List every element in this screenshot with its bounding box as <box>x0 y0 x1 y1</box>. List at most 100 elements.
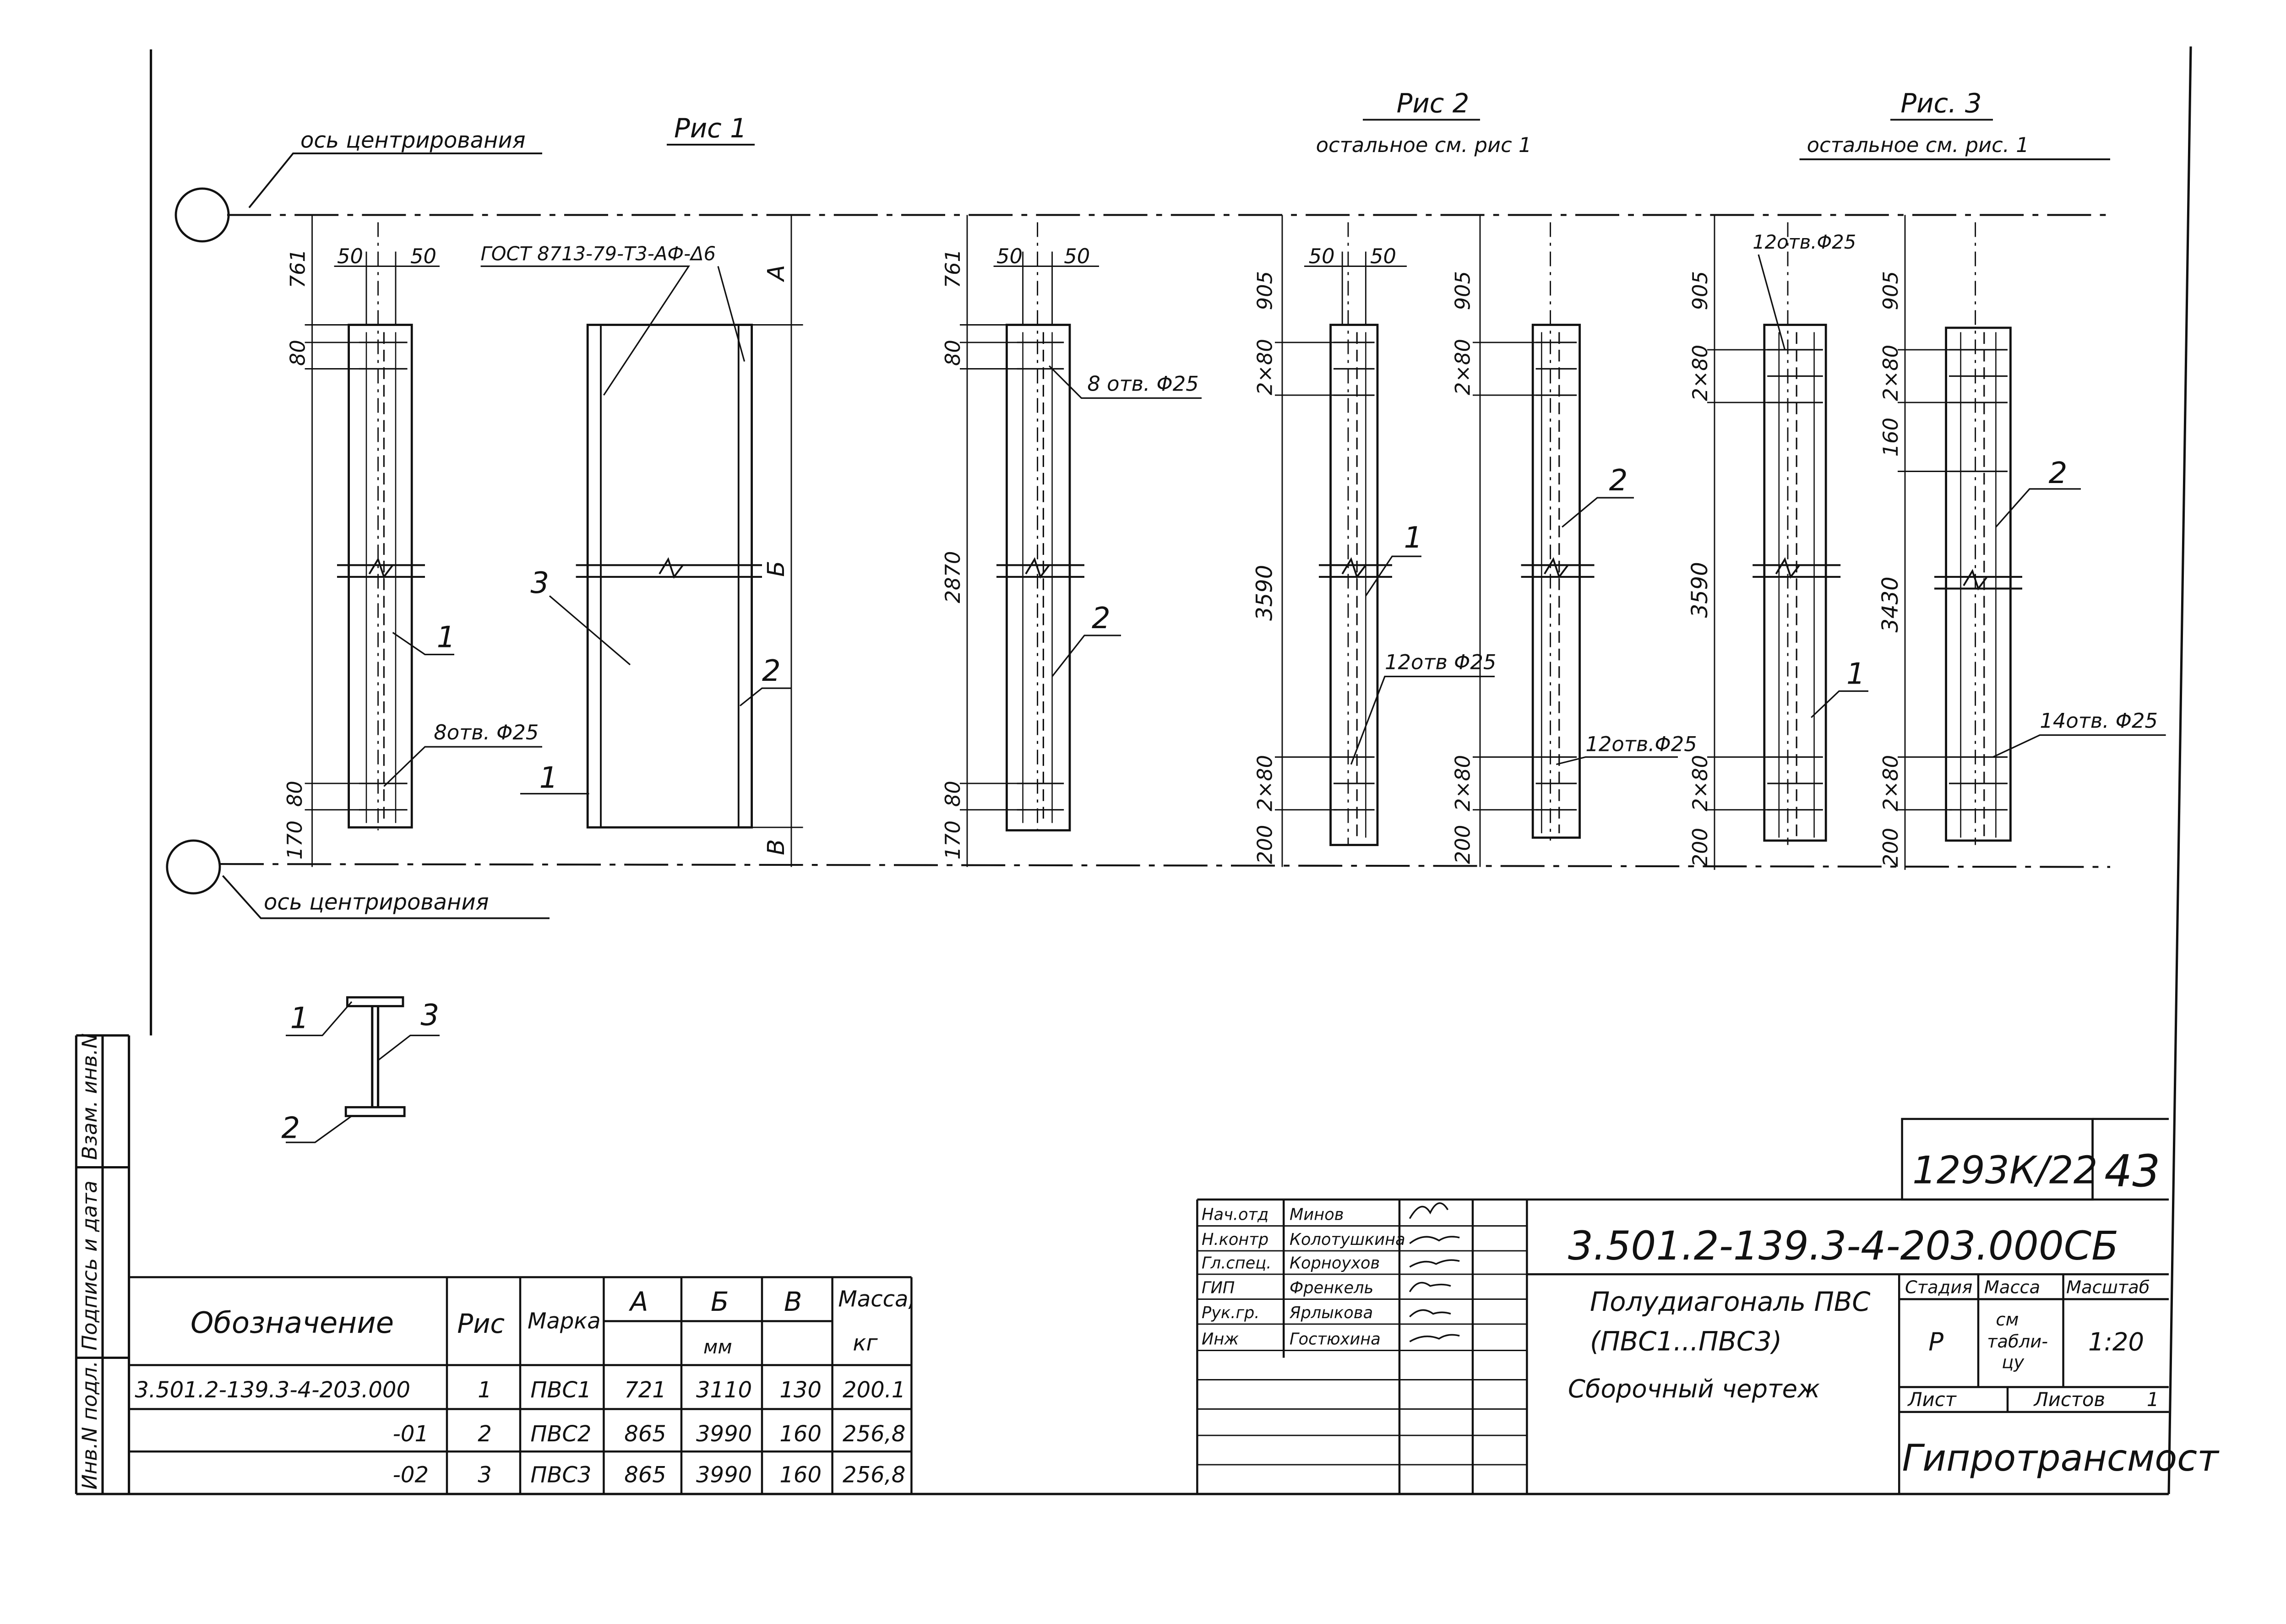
fig2b-callout-holes: 12отв.Φ25 <box>1585 732 1697 756</box>
spec-cell: 3990 <box>696 1421 752 1447</box>
fig1-dim-80b: 80 <box>283 781 307 807</box>
side-stamp: Инв.N подл. Подпись и дата Взам. инв.N <box>77 1033 102 1490</box>
spec-h-v: В <box>784 1287 802 1317</box>
fig1-bar-side: 50 50 761 80 80 170 1 8отв. Φ25 <box>283 215 542 867</box>
figure-titles: Рис 1 Рис 2 остальное см. рис 1 Рис. 3 о… <box>667 88 2110 160</box>
title-code: 3.501.2-139.3-4-203.000СБ <box>1568 1223 2118 1269</box>
side-inv-podl: Инв.N подл. <box>77 1361 102 1490</box>
fig2-callout-holes: 8 отв. Φ25 <box>1087 372 1198 396</box>
spec-cell: 865 <box>624 1462 666 1488</box>
spec-row: 3.501.2-139.3-4-203.000 1 ПВС1 721 3110 … <box>135 1377 905 1403</box>
title-scale: 1:20 <box>2088 1328 2144 1357</box>
fig3a-dim-2x80a: 2×80 <box>1688 345 1712 401</box>
fig2-bar-a: 50 50 905 2×80 3590 2×80 200 1 12отв Φ25 <box>1252 215 1496 867</box>
fig2a-dim-2x80b: 2×80 <box>1253 755 1277 811</box>
title-mass-h: Масса <box>1984 1277 2040 1298</box>
role-name: Корноухов <box>1290 1254 1380 1272</box>
title-scale-h: Масштаб <box>2066 1277 2150 1298</box>
fig2a-dim-3590: 3590 <box>1252 565 1278 621</box>
signatures <box>1409 1202 1460 1342</box>
role-name: Френкель <box>1290 1279 1373 1298</box>
fig1-dim-761: 761 <box>286 249 310 288</box>
spec-h-unit: мм <box>703 1336 732 1358</box>
spec-cell: 3 <box>478 1462 492 1488</box>
fig3-bar-a: 905 2×80 3590 2×80 200 12отв.Φ25 1 <box>1687 215 1868 870</box>
fig3b-dim-905: 905 <box>1878 271 1903 310</box>
spec-h-mass: Масса, <box>838 1287 915 1312</box>
fig2-bar-b: 905 2×80 2×80 200 2 12отв.Φ25 <box>1451 215 1697 867</box>
spec-cell: 160 <box>779 1462 822 1488</box>
fig3b-dim-3430: 3430 <box>1878 576 1903 632</box>
fig2-dim-170: 170 <box>941 820 965 860</box>
title-stage: Р <box>1928 1328 1943 1357</box>
title-stage-h: Стадия <box>1905 1277 1972 1298</box>
axis-label-bottom: ось центрирования <box>264 889 489 915</box>
fig2a-dim-200: 200 <box>1253 825 1277 864</box>
fig1-item-1b: 1 <box>539 761 558 795</box>
fig1-dim-V: В <box>762 839 790 855</box>
spec-cell: 130 <box>779 1377 822 1403</box>
frame <box>75 46 2192 1495</box>
fig2a-dim-50a: 50 <box>1309 244 1335 268</box>
fig3b-callout-holes: 14отв. Φ25 <box>2040 709 2158 733</box>
fig2a-dim-50b: 50 <box>1370 244 1396 268</box>
fig1-bar-front: ГОСТ 8713-79-Т3-АФ-Δ6 3 2 1 А Б В <box>481 215 803 867</box>
fig3-note: остальное см. рис. 1 <box>1807 133 2029 157</box>
section-item-3: 3 <box>420 999 439 1032</box>
role-name: Минов <box>1290 1206 1344 1224</box>
spec-cell: 1 <box>478 1377 492 1403</box>
role-label: ГИП <box>1202 1279 1235 1298</box>
spec-cell: 256,8 <box>843 1421 905 1447</box>
fig2a-dim-905: 905 <box>1253 271 1277 310</box>
role-label: Рук.гр. <box>1202 1304 1260 1322</box>
fig2b-dim-905: 905 <box>1451 271 1475 310</box>
fig3a-item-1: 1 <box>1846 657 1865 691</box>
role-label: Гл.спец. <box>1202 1254 1271 1272</box>
role-label: Н.контр <box>1202 1230 1268 1249</box>
fig3a-dim-200: 200 <box>1688 828 1712 867</box>
spec-cell: 865 <box>624 1421 666 1447</box>
fig1-dim-50b: 50 <box>410 244 436 268</box>
fig2-item-2: 2 <box>1092 602 1110 635</box>
fig1-title: Рис 1 <box>674 113 747 144</box>
role-label: Нач.отд <box>1202 1206 1268 1224</box>
fig2-dim-2870: 2870 <box>941 551 965 603</box>
fig1-item-3: 3 <box>530 566 549 600</box>
fig1-dim-A: А <box>762 265 790 282</box>
fig2-bar-part1: 50 50 761 80 2870 80 170 8 отв. Φ25 2 <box>941 215 1202 867</box>
fig2-title: Рис 2 <box>1397 88 1470 119</box>
spec-cell: ПВС3 <box>530 1462 591 1488</box>
spec-cell: ПВС2 <box>530 1421 591 1447</box>
title-name-2: (ПВС1...ПВС3) <box>1590 1326 1782 1357</box>
spec-cell: 256,8 <box>843 1462 905 1488</box>
role-label: Инж <box>1202 1330 1239 1349</box>
fig3a-dim-2x80b: 2×80 <box>1688 755 1712 811</box>
title-mass-3: цу <box>2002 1352 2025 1373</box>
fig2b-dim-2x80b: 2×80 <box>1451 755 1475 811</box>
section-item-1: 1 <box>290 1002 309 1036</box>
title-name-3: Сборочный чертеж <box>1568 1374 1820 1403</box>
fig2a-item-1: 1 <box>1404 521 1423 555</box>
fig1-item-1: 1 <box>437 621 456 655</box>
spec-cell: 721 <box>624 1377 666 1403</box>
fig2b-dim-2x80a: 2×80 <box>1451 339 1475 395</box>
fig3a-callout-holes: 12отв.Φ25 <box>1753 231 1856 253</box>
title-sheet-h: Лист <box>1907 1388 1957 1411</box>
fig3b-dim-160: 160 <box>1878 418 1903 457</box>
spec-table: Обозначение Рис Марка А Б В мм Масса, кг… <box>129 1276 915 1494</box>
spec-cell: 160 <box>779 1421 822 1447</box>
spec-cell: 200.1 <box>843 1377 905 1403</box>
spec-h-mark: Марка <box>528 1309 601 1334</box>
fig2-dim-50a: 50 <box>996 244 1023 268</box>
title-sheets: 1 <box>2147 1388 2159 1411</box>
role-name: Гостюхина <box>1290 1330 1381 1349</box>
spec-h-designation: Обозначение <box>190 1306 394 1340</box>
spec-row: -02 3 ПВС3 865 3990 160 256,8 <box>393 1462 906 1488</box>
axis-marker-top <box>174 187 230 243</box>
fig2-dim-761: 761 <box>941 249 965 288</box>
fig2a-callout-holes: 12отв Φ25 <box>1385 650 1496 674</box>
axis-marker-bottom <box>166 839 221 895</box>
spec-cell: 2 <box>478 1421 492 1447</box>
spec-h-mass-unit: кг <box>853 1331 878 1356</box>
fig2-note: остальное см. рис 1 <box>1316 133 1532 157</box>
